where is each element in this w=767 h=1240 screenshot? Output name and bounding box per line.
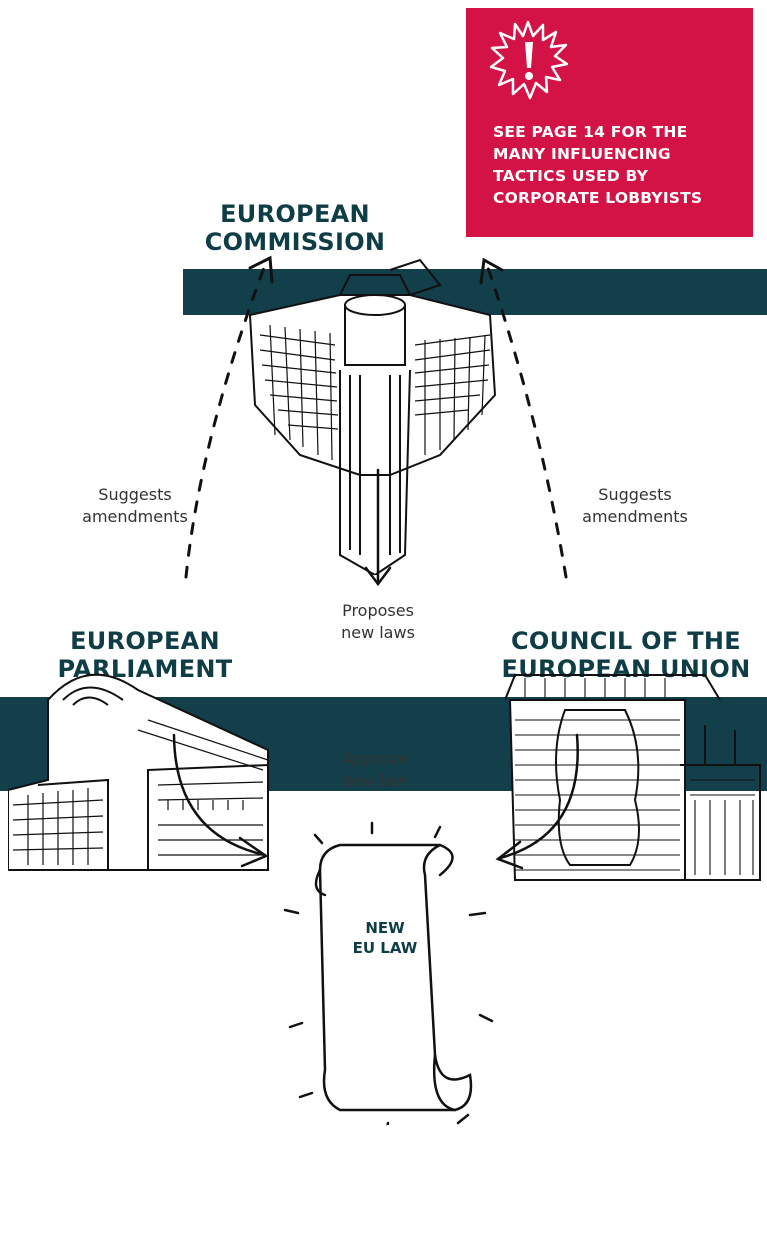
- approve-label: Approve new law: [341, 749, 409, 790]
- suggests-right-arrow: [485, 263, 568, 579]
- commission-heading: EUROPEAN COMMISSION: [204, 200, 386, 256]
- suggests-left-arrow: [184, 263, 267, 579]
- lobbying-callout: SEE PAGE 14 FOR THE MANY INFLUENCING TAC…: [466, 8, 753, 237]
- council-building-illustration: [505, 674, 761, 881]
- exclamation-burst-icon: [489, 20, 568, 100]
- approve-left-arrow: [172, 733, 267, 857]
- approve-right-arrow: [498, 733, 579, 860]
- new-law-text: NEW EU LAW: [352, 919, 418, 957]
- callout-text: SEE PAGE 14 FOR THE MANY INFLUENCING TAC…: [493, 123, 703, 207]
- scroll-illustration: [283, 821, 494, 1125]
- parliament-heading: EUROPEAN PARLIAMENT: [57, 627, 233, 683]
- proposes-label: Proposes new laws: [341, 601, 415, 642]
- council-heading: COUNCIL OF THE EUROPEAN UNION: [501, 627, 751, 683]
- commission-building-illustration: [248, 258, 497, 575]
- suggests-left-label: Suggests amendments: [82, 485, 188, 526]
- suggests-right-label: Suggests amendments: [582, 485, 688, 526]
